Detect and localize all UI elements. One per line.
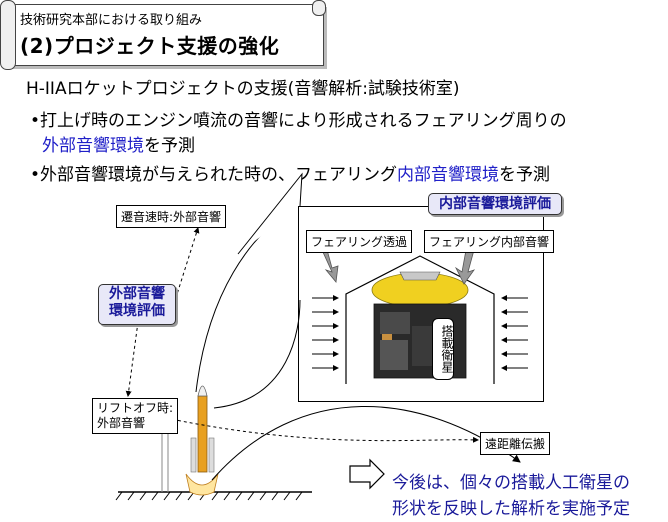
- bullet-1-line-2: 外部音響環境を予測: [42, 131, 195, 156]
- rocket-icon: [185, 385, 219, 496]
- external-evaluation-callout: 外部音響 環境評価: [98, 284, 176, 325]
- bullet-2-head: •外部音響環境が与えられた時の、フェアリング: [30, 165, 398, 185]
- rocket-exhaust: [185, 473, 219, 496]
- bullet-1-line-1: •打上げ時のエンジン噴流の音響により形成されるフェアリング周りの: [30, 111, 567, 131]
- external-callout-line-1: 外部音響: [109, 286, 165, 302]
- ground-hatching: [115, 491, 303, 501]
- bullet-2: •外部音響環境が与えられた時の、フェアリング内部音響環境を予測: [30, 160, 550, 185]
- liftoff-line-2: 外部音響: [97, 416, 146, 430]
- internal-arrow: [454, 249, 476, 285]
- inward-arrows-left: [312, 295, 339, 371]
- satellite-label: 搭載衛星: [432, 318, 454, 380]
- inward-arrows-right: [501, 295, 528, 371]
- note-line-2: 形状を反映した解析を実施予定: [392, 499, 630, 519]
- external-callout-line-2: 環境評価: [109, 303, 165, 319]
- internal-evaluation-callout: 内部音響環境評価: [428, 193, 562, 215]
- note-arrow: [349, 458, 385, 490]
- fairing-transmission-label: フェアリング透過: [306, 230, 413, 253]
- title-banner: [4, 4, 324, 66]
- banner-scroll-curl-top: [312, 0, 326, 16]
- liftoff-line-1: リフトオフ時:: [97, 401, 174, 415]
- section-heading: H-IIAロケットプロジェクトの支援(音響解析:試験技術室): [26, 79, 460, 99]
- internal-acoustic-term: 内部音響環境: [397, 165, 500, 185]
- note-line-1: 今後は、個々の搭載人工衛星の: [392, 473, 630, 493]
- bullet-2-tail: を予測: [499, 165, 551, 185]
- external-acoustic-term: 外部音響環境: [42, 136, 144, 156]
- liftoff-label: リフトオフ時: 外部音響: [92, 398, 179, 434]
- banner-subtitle: 技術研究本部における取り組み: [20, 13, 203, 28]
- banner-scroll-curl: [0, 0, 16, 70]
- fairing-internal-label: フェアリング内部音響: [424, 230, 555, 253]
- transonic-label: 遷音速時:外部音響: [116, 205, 227, 228]
- future-work-note: 今後は、個々の搭載人工衛星の 形状を反映した解析を実施予定: [392, 470, 630, 522]
- long-range-label: 遠距離伝搬: [480, 432, 551, 455]
- bullet-1-tail: を予測: [144, 136, 195, 156]
- banner-title: (2)プロジェクト支援の強化: [20, 34, 280, 58]
